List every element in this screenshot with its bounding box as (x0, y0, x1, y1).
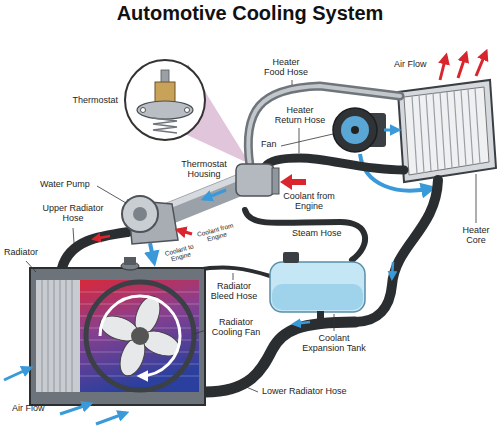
leader-line (194, 330, 206, 334)
part-label: Heater Food Hose (262, 58, 310, 78)
warm-air-arrow (440, 56, 446, 80)
part-label: Radiator Cooling Fan (208, 318, 264, 338)
radiator-cap-top (124, 257, 136, 265)
coolant-out-arrow (150, 243, 154, 262)
flow-arrow (392, 262, 393, 278)
air-flow-arrow (96, 413, 126, 424)
expansion-tank (270, 262, 365, 312)
radiator-fins (36, 280, 80, 392)
pipe-highlight (163, 177, 240, 208)
heater-return-hose (266, 158, 404, 170)
blower-housing (333, 108, 377, 152)
part-label: Radiator Bleed Hose (208, 282, 260, 302)
fan-hub (131, 327, 149, 345)
heater-feed-hose (248, 86, 400, 166)
steam-hose (245, 210, 365, 260)
part-label: Coolant from Engine (195, 221, 237, 245)
pulley-hub (133, 207, 147, 221)
part-label: Lower Radiator Hose (262, 387, 362, 397)
tank-cap (283, 252, 299, 263)
part-label: Thermostat Housing (174, 160, 234, 180)
flow-arrow (204, 190, 226, 199)
flange-hole (141, 108, 146, 113)
part-label: Air Flow (12, 404, 52, 414)
flow-arrow (94, 236, 110, 239)
leader-line (292, 80, 293, 85)
fin-lines (42, 280, 72, 392)
heater-line-hose (355, 180, 438, 322)
leader-line (26, 261, 36, 272)
inset-circle (125, 60, 205, 140)
thermostat-flange (137, 101, 193, 119)
hose-highlight (248, 86, 400, 166)
warm-air-arrow (458, 54, 466, 78)
leader-line (244, 386, 258, 392)
leader-line (334, 314, 335, 331)
thermostat-spring (153, 118, 177, 133)
part-label: Water Pump (40, 180, 96, 190)
tank-outlet (317, 311, 324, 319)
blower-wheel (341, 116, 369, 144)
leader-line (299, 128, 300, 153)
upper-radiator-hose (62, 232, 128, 268)
leader-line (97, 186, 126, 203)
leader-line (73, 228, 74, 243)
coolant-in-arrow (178, 230, 192, 234)
flange-hole (185, 108, 190, 113)
tank-coolant (272, 284, 363, 310)
part-label: Air Flow (394, 60, 434, 70)
rotation-arrow (100, 296, 180, 376)
fan-shroud (86, 282, 194, 390)
housing-flange (272, 168, 279, 194)
leader-line (281, 134, 333, 146)
coolant-in-arrow (280, 174, 306, 190)
air-flow-arrow (4, 368, 30, 380)
heater-core-fins (412, 88, 480, 174)
thermostat-housing (236, 164, 274, 196)
heater-core (398, 80, 496, 182)
leader-line (233, 273, 234, 280)
part-label: Heater Return Hose (272, 106, 328, 126)
warm-air-arrow (476, 52, 486, 76)
blower-hub (351, 126, 359, 134)
part-label: Coolant from Engine (283, 192, 335, 212)
leader-line (476, 174, 477, 223)
radiator-frame (30, 268, 205, 405)
part-label: Thermostat (66, 96, 118, 106)
air-arrow (384, 129, 398, 132)
part-label: Fan (261, 140, 281, 150)
radiator-core (80, 280, 199, 392)
part-label: Upper Radiator Hose (40, 204, 106, 224)
diagram-title: Automotive Cooling System (0, 1, 500, 25)
pump-pulley (122, 196, 158, 232)
air-flow-arrow (60, 404, 90, 414)
part-label: Coolant to Engine (159, 241, 201, 265)
part-label: Radiator (4, 248, 48, 258)
part-label: Heater Core (458, 226, 494, 246)
part-label: Steam Hose (292, 229, 352, 239)
part-label: Coolant Expansion Tank (298, 334, 370, 354)
heater-core-face (404, 87, 489, 175)
flow-arrow (294, 322, 310, 324)
